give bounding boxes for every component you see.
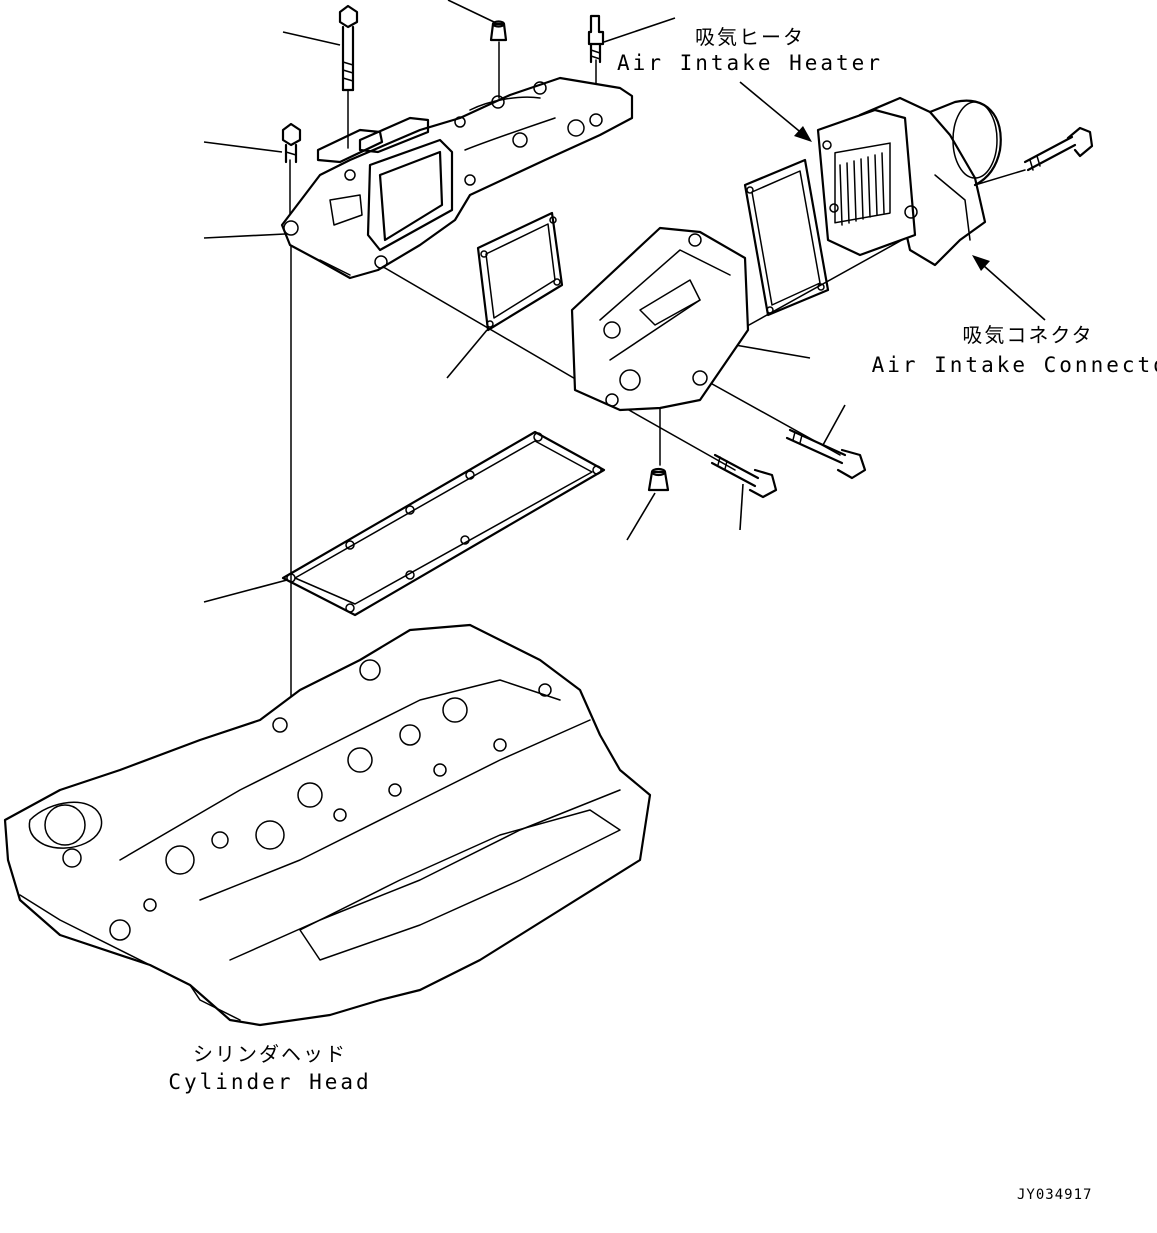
cylinder-head-label-jp: シリンダヘッド [193,1042,347,1066]
bolt-left [281,122,302,164]
cylinder-head [3,623,652,1027]
arrow-icon [972,255,1046,321]
air-intake-connector-label-jp: 吸気コネクタ [962,323,1094,347]
drawing-code: JY034917 [1017,1187,1093,1203]
air-intake-heater-label-en: Air Intake Heater [617,51,883,75]
head-gasket [281,430,606,617]
heater-gasket [743,158,830,317]
air-intake-connector-label-en: Air Intake Connector [871,353,1157,377]
manifold-gasket [476,211,564,332]
plug-lower [647,467,670,492]
intake-manifold [280,76,634,280]
bolt-cover-right [785,428,867,480]
bolt-cover-lower [710,453,778,499]
plug-top [489,20,508,42]
air-intake-heater-label-jp: 吸気ヒータ [695,25,805,49]
cylinder-head-label-en: Cylinder Head [168,1070,372,1094]
intake-cover [570,226,750,412]
bolt-connector [1023,126,1094,172]
leader-lines [203,0,846,603]
air-intake-heater [816,108,918,257]
arrow-icon [739,81,812,142]
stud-top [587,14,605,64]
bolt-long-top [338,4,359,92]
